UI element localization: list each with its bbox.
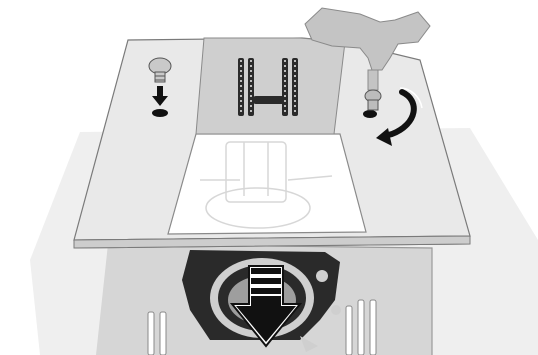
cover-plate <box>74 38 470 248</box>
needle-plate <box>196 38 345 134</box>
screw-hole-right <box>363 110 377 118</box>
transparent-window <box>168 134 366 234</box>
screw-hole <box>152 109 168 117</box>
machine-bed <box>96 244 432 355</box>
